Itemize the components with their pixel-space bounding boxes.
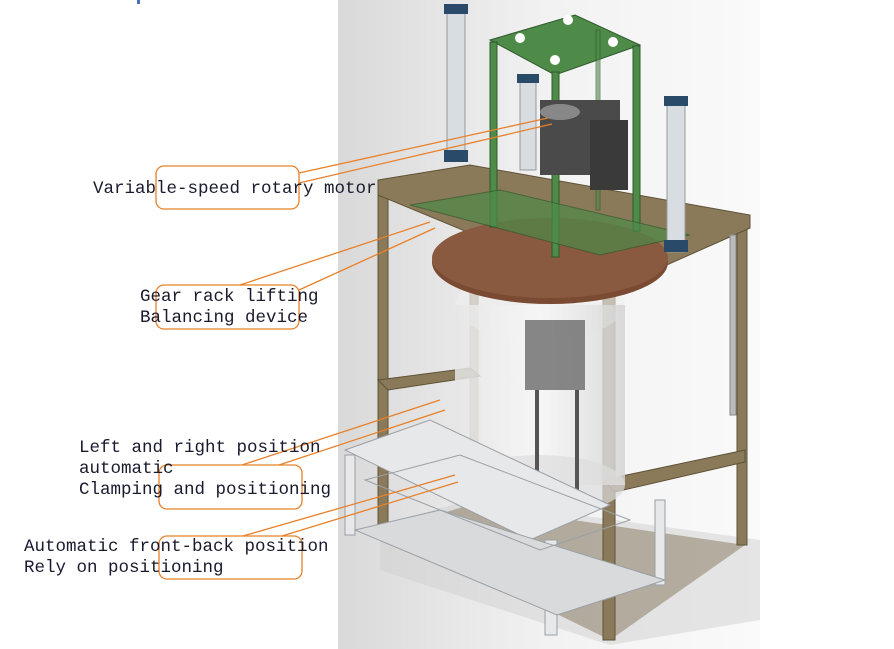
callout-box-frontback: [158, 535, 303, 580]
label-motor: Variable-speed rotary motor: [93, 179, 377, 199]
label-frontback-2: Rely on positioning: [24, 558, 224, 578]
lifting-columns: [444, 4, 688, 253]
label-clamp-2: automatic: [79, 459, 174, 479]
label-frontback-1: Automatic front-back position: [24, 537, 329, 557]
internal-mechanism: [525, 320, 585, 490]
label-clamp-3: Clamping and positioning: [79, 480, 332, 500]
label-rack-1: Gear rack lifting: [140, 287, 319, 307]
clamping-frame: [343, 419, 667, 636]
gear-rack: [729, 234, 737, 416]
callout-box-rack: [155, 284, 300, 330]
callouts: [155, 117, 553, 580]
callout-box-motor: [155, 165, 300, 210]
callout-box-clamp: [158, 464, 303, 510]
label-clamp-1: Left and right position: [79, 438, 321, 458]
rotary-motor: [540, 100, 628, 190]
heading-fragment: [137, 0, 140, 4]
label-rack-2: Balancing device: [140, 308, 309, 328]
